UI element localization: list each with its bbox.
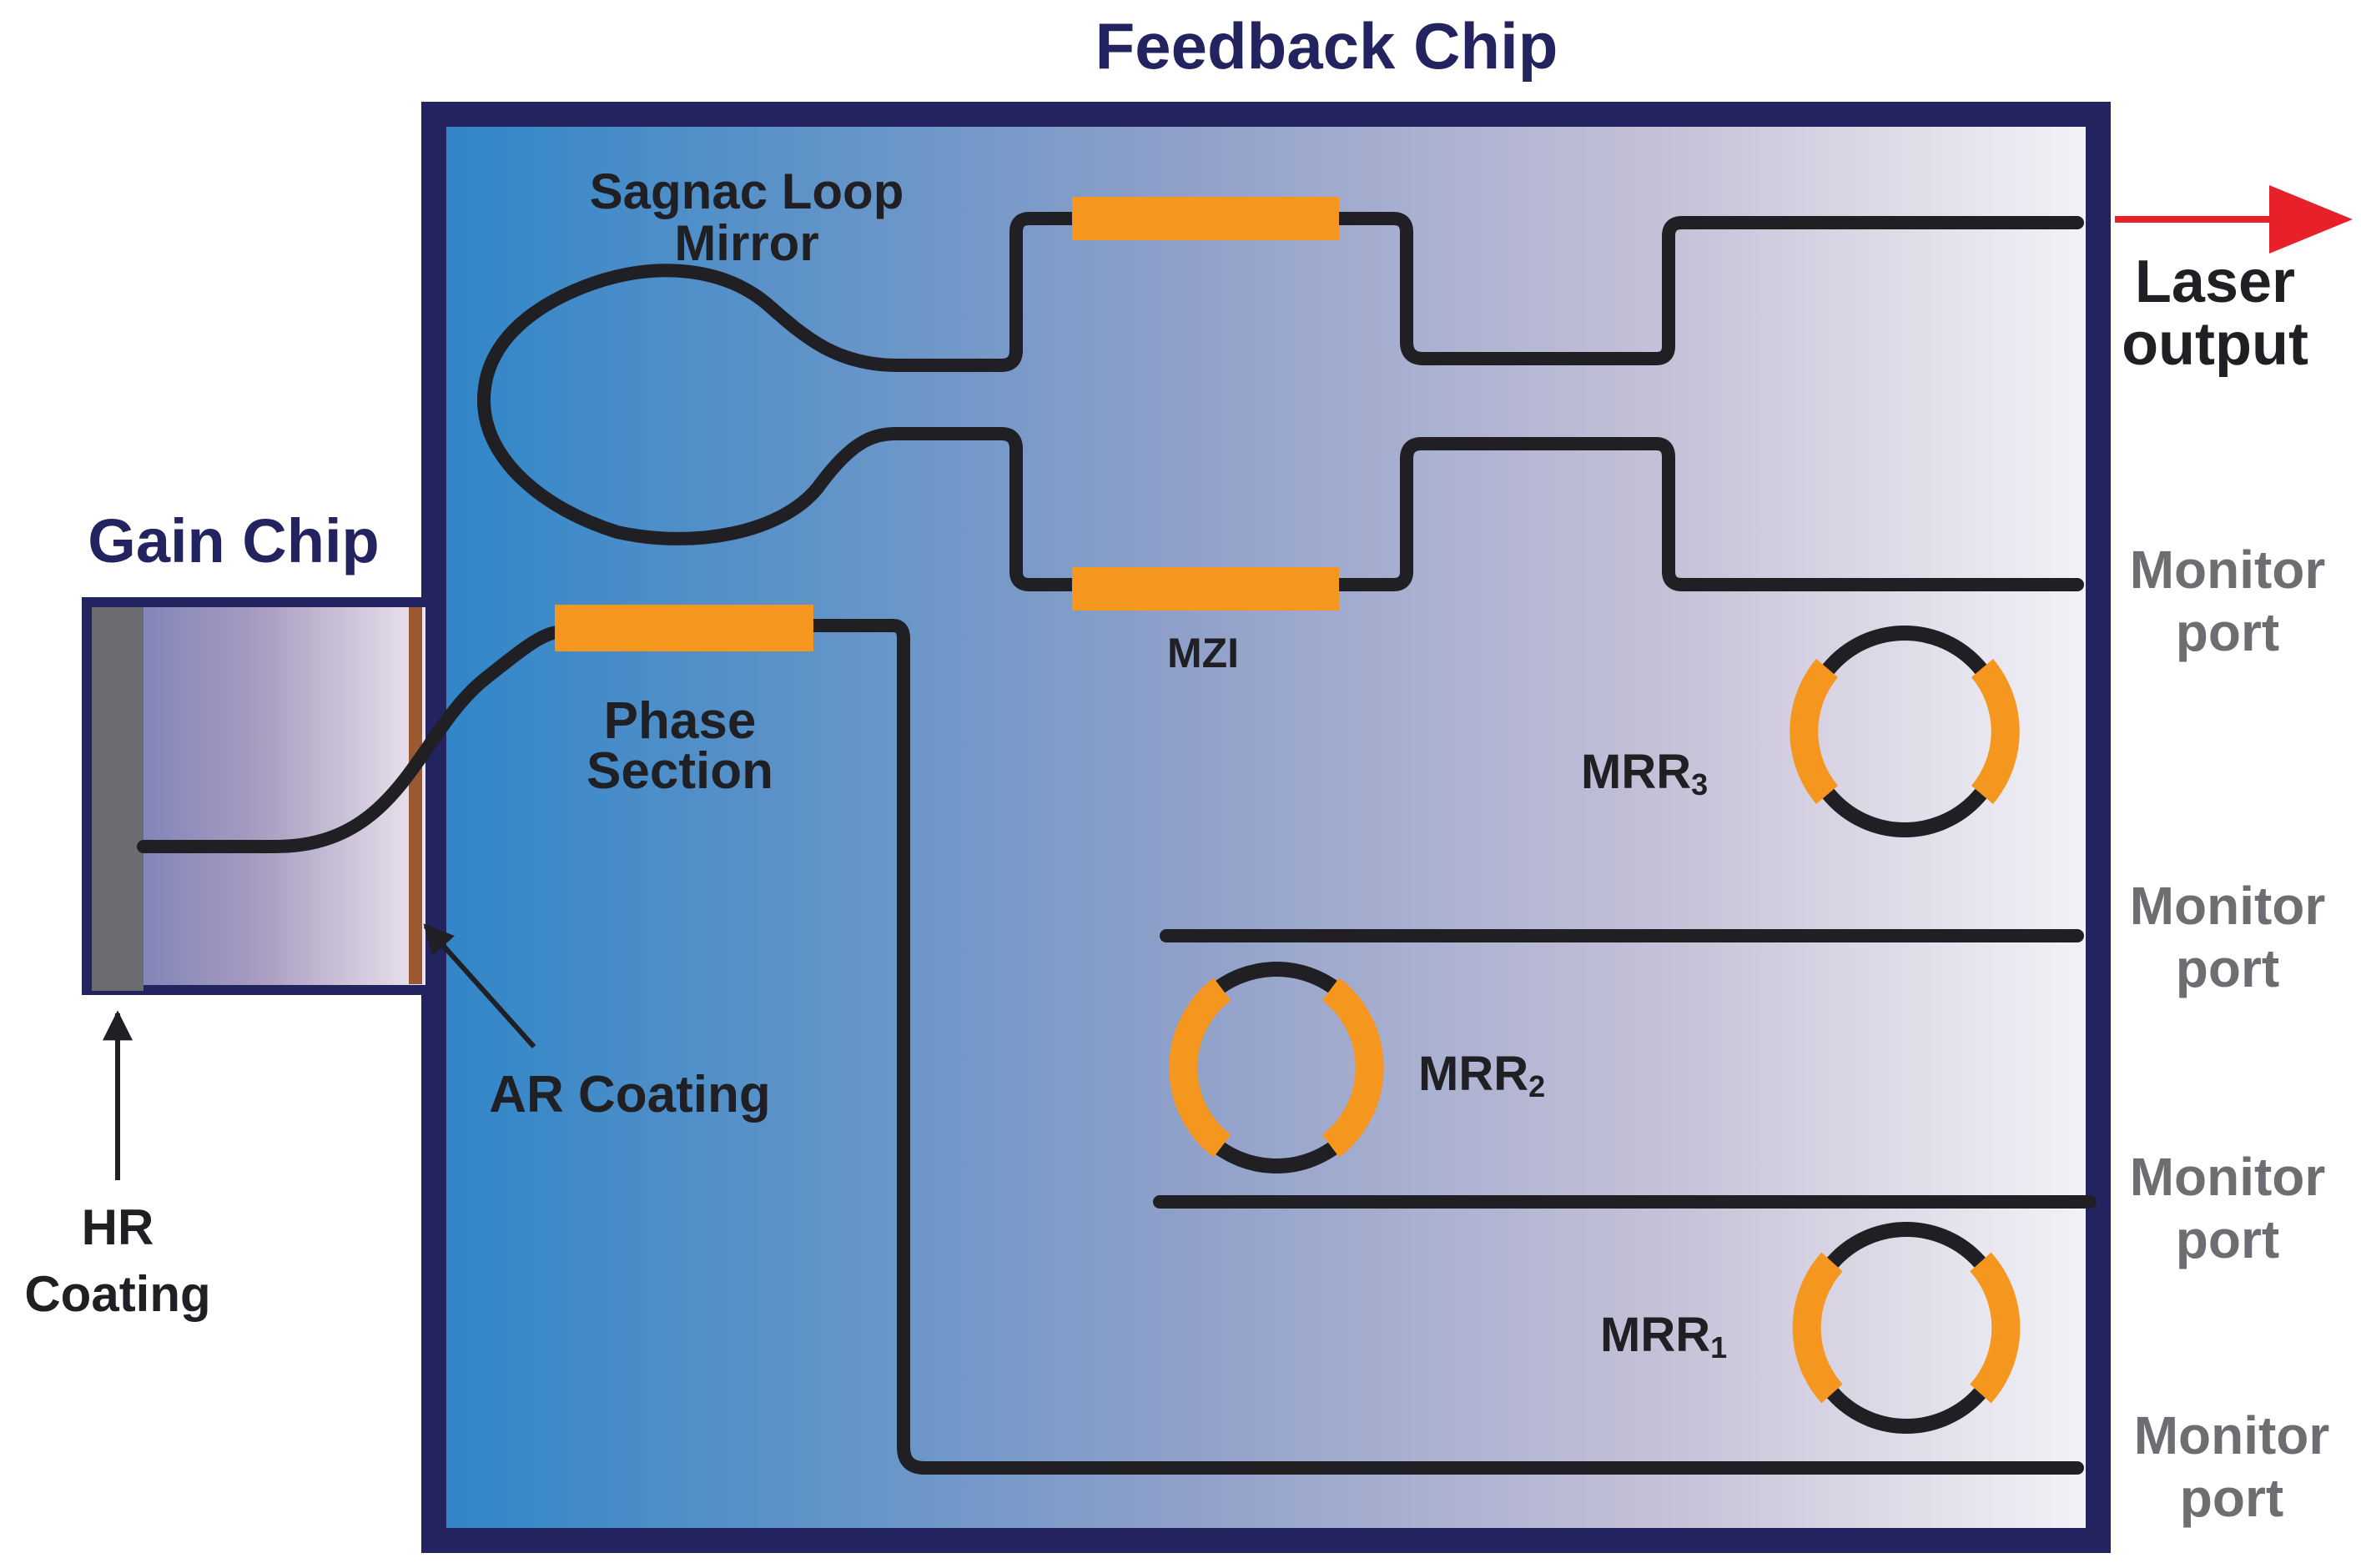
phase-label-line1: Phase <box>604 692 757 750</box>
mrr2-label-base: MRR <box>1418 1047 1528 1101</box>
monitor-port-2-line1: Monitor <box>2130 876 2326 936</box>
monitor-port-2-line2: port <box>2176 938 2279 998</box>
bus-waveguide <box>803 619 2084 1475</box>
hr-facet <box>92 607 143 991</box>
monitor-port-3-line2: port <box>2176 1209 2279 1269</box>
phase-label-line2: Section <box>586 742 773 800</box>
ar-facet <box>409 607 422 984</box>
monitor-port-4-line1: Monitor <box>2134 1405 2330 1465</box>
mzi-heater-lower <box>1072 567 1339 611</box>
mrr3-ring <box>1790 626 2020 837</box>
mrr2-label: MRR2 <box>1418 1047 1545 1103</box>
gain-chip-title: Gain Chip <box>88 506 379 575</box>
phase-heater <box>555 605 813 651</box>
feedback-chip <box>421 102 2111 1553</box>
ar-coating-label: AR Coating <box>489 1066 771 1123</box>
mrr2-label-sub: 2 <box>1528 1069 1545 1103</box>
monitor-port-1-line2: port <box>2176 602 2279 662</box>
mzi-lower-arm <box>994 427 2084 591</box>
mzi-label: MZI <box>1167 630 1239 676</box>
mrr2-ring <box>1169 962 1384 1173</box>
laser-output-line2: output <box>2122 311 2308 378</box>
gain-waveguide <box>137 626 566 853</box>
mrr1-label: MRR1 <box>1600 1308 1727 1364</box>
hr-label-line2: Coating <box>24 1266 210 1322</box>
mrr3-label: MRR3 <box>1581 745 1708 802</box>
waveguides <box>137 212 2097 1475</box>
feedback-chip-title: Feedback Chip <box>1095 9 1558 83</box>
laser-output-arrow <box>2115 185 2353 254</box>
monitor-port-4-line2: port <box>2180 1468 2283 1528</box>
mrr3-label-base: MRR <box>1581 745 1691 799</box>
sagnac-label-line2: Mirror <box>674 215 818 271</box>
hr-label-line1: HR <box>82 1199 154 1255</box>
mzi-heater-upper <box>1072 197 1339 240</box>
gain-chip <box>82 597 435 995</box>
mrr1-label-base: MRR <box>1600 1308 1710 1362</box>
mrr1-label-sub: 1 <box>1710 1330 1727 1364</box>
monitor-port-1-line1: Monitor <box>2130 540 2326 600</box>
mrr1-ring <box>1792 1222 2021 1434</box>
laser-output-line1: Laser <box>2135 249 2295 315</box>
ar-coating-arrow <box>423 923 536 1049</box>
heaters <box>555 197 1339 651</box>
monitor-port-3-line1: Monitor <box>2130 1147 2326 1207</box>
mrr3-label-sub: 3 <box>1691 767 1708 802</box>
mzi-upper-arm <box>994 212 2084 372</box>
sagnac-label-line1: Sagnac Loop <box>590 163 904 219</box>
sagnac-loop-waveguide <box>477 264 1008 545</box>
